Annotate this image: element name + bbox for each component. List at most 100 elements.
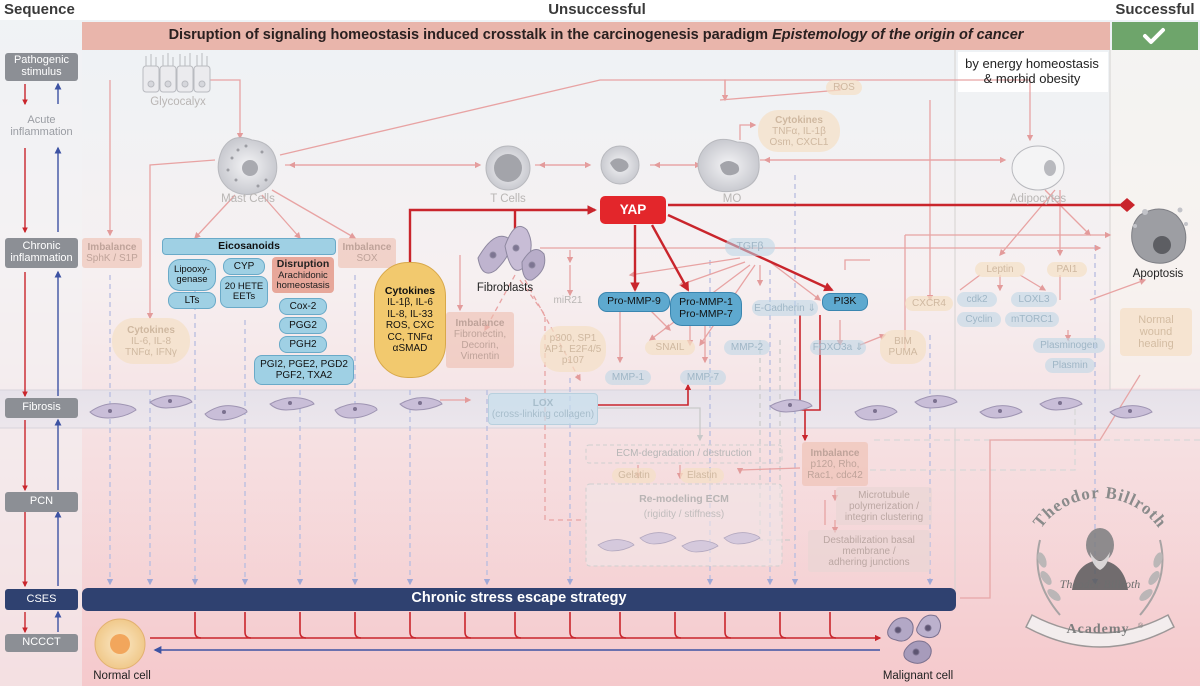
node-ros-label: ROS (833, 82, 855, 93)
stage-pathogenic-stimulus: Pathogenic stimulus (5, 53, 78, 81)
node-lipoxygenase-label: Lipooxy-genase (174, 263, 210, 285)
adipocyte-shape (1011, 145, 1065, 191)
node-tgfb-label: TGFβ (736, 240, 764, 253)
node-yap: YAP (600, 196, 666, 224)
node-cytokines-left: Cytokines IL-6, IL-8 TNFα, IFNγ (112, 318, 190, 364)
node-mmp2: MMP-2 (724, 340, 770, 355)
node-pro-mmp9: Pro-MMP-9 (598, 292, 670, 312)
node-normal-wound-3: healing (1138, 338, 1174, 351)
node-normal-wound-1: Normal (1138, 313, 1174, 326)
cses-bar-label: Chronic stress escape strategy (411, 590, 627, 606)
seal-registered-mark: ® (1138, 622, 1144, 630)
normal-cell-shape (94, 618, 146, 670)
stage-cses-label: CSES (26, 592, 57, 605)
node-normal-wound-2: wound (1139, 325, 1173, 338)
label-adipocytes: Adipocytes (1009, 193, 1067, 205)
stage-ncccct-label: NCCCT (22, 636, 61, 649)
stage-chronic-label: Chronic inflammation (10, 240, 73, 264)
node-mmp2-label: MMP-2 (730, 342, 764, 353)
node-leptin-label: Leptin (986, 264, 1014, 275)
node-imbalance-sphk-title: Imbalance (87, 242, 137, 253)
node-remodeling-sub: (rigidity / stiffness) (643, 509, 725, 520)
stage-acute-inflammation: Acute inflammation (10, 114, 73, 138)
header-sequence: Sequence (4, 1, 75, 18)
node-pai1: PAI1 (1047, 262, 1087, 277)
node-pai1-label: PAI1 (1056, 264, 1078, 275)
node-cytokines-center-5: αSMAD (392, 343, 428, 355)
node-imbalance-sox-title: Imbalance (342, 242, 392, 253)
node-plasmin: Plasmin (1045, 358, 1095, 373)
node-cytokines-center-2: IL-8, IL-33 (387, 308, 433, 320)
node-cytokines-center: Cytokines IL-1β, IL-6 IL-8, IL-33 ROS, C… (374, 262, 446, 378)
node-leptin: Leptin (975, 262, 1025, 277)
node-cytokines-center-3: ROS, CXC (385, 320, 435, 332)
node-destabilization: Destabilization basal membrane / adherin… (808, 530, 930, 572)
malignant-cell-shapes (887, 614, 942, 664)
node-hete-label: 20 HETE EETs (224, 280, 264, 302)
node-plasmin-label: Plasmin (1052, 360, 1088, 371)
node-pgh2: PGH2 (279, 336, 327, 353)
node-ecadherin-label: E-Cadherin ⇓ (754, 302, 816, 314)
stage-pathogenic-label: Pathogenic stimulus (13, 54, 70, 78)
label-mo: MO (722, 193, 742, 205)
node-hete: 20 HETE EETs (220, 276, 268, 308)
node-mmp1: MMP-1 (605, 370, 651, 385)
label-apoptosis: Apoptosis (1132, 268, 1184, 280)
stage-pcn-label: PCN (29, 495, 54, 508)
node-pro-mmp17-1: Pro-MMP-1 (679, 296, 733, 309)
node-lts: LTs (168, 292, 216, 309)
node-pro-mmp17: Pro-MMP-1 Pro-MMP-7 (670, 292, 742, 326)
node-pi3k-label: PI3K (833, 295, 857, 308)
node-gelatin-label: Gelatin (618, 470, 650, 481)
node-eicosanoids: Eicosanoids (162, 238, 336, 255)
node-cxcr4: CXCR4 (905, 296, 953, 311)
seal-top-text: Theodor Billroth (1029, 483, 1171, 532)
node-destab-2: membrane / (842, 545, 896, 557)
node-imbalance-sphk: Imbalance SphK / S1P (82, 238, 142, 268)
stage-fibrosis-label: Fibrosis (22, 401, 61, 414)
node-remodeling-title: Re-modeling ECM (639, 493, 729, 505)
node-imbalance-fib-1: Fibronectin, (453, 329, 507, 340)
stage-cses: CSES (5, 589, 78, 610)
node-cox2: Cox-2 (279, 298, 327, 315)
node-cyp: CYP (223, 258, 265, 275)
label-fibroblasts: Fibroblasts (476, 282, 534, 294)
node-cytokines-center-title: Cytokines (384, 285, 436, 298)
label-glycocalyx: Glycocalyx (150, 96, 206, 108)
node-pgg2-label: PGG2 (289, 320, 317, 331)
label-mast-cells: Mast Cells (221, 193, 275, 205)
node-imbalance-p120-2: Rac1, cdc42 (807, 469, 863, 481)
node-snail: SNAIL (645, 340, 695, 355)
banner-title: Disruption of signaling homeostasis indu… (169, 27, 1024, 43)
node-cytokines-center-4: CC, TNFα (387, 331, 433, 343)
node-plasminogen-label: Plasminogen (1040, 340, 1098, 351)
node-imbalance-fib-2: Decorin, (461, 340, 499, 351)
node-destab-1: Destabilization basal (823, 534, 915, 546)
node-elastin: Elastin (680, 468, 724, 483)
node-pro-mmp17-2: Pro-MMP-7 (679, 308, 733, 320)
node-lipoxygenase: Lipooxy-genase (168, 259, 216, 291)
node-normal-wound-healing: Normal wound healing (1120, 308, 1192, 356)
node-destab-3: adhering junctions (828, 556, 910, 568)
check-icon (1143, 28, 1165, 44)
node-cytokines-left-1: IL-6, IL-8 (130, 335, 172, 347)
node-cytokines-mo-title: Cytokines (775, 114, 823, 126)
node-elastin-label: Elastin (686, 470, 717, 481)
node-loxl3-label: LOXL3 (1018, 294, 1050, 305)
node-foxo3a: FOXO3a ⇓ (810, 340, 866, 355)
node-cytokines-left-2: TNFα, IFNγ (125, 346, 177, 358)
node-plasminogen: Plasminogen (1033, 338, 1105, 353)
header-unsuccessful: Unsuccessful (548, 1, 646, 18)
node-cox2-label: Cox-2 (289, 301, 317, 312)
node-tgfb: TGFβ (725, 238, 775, 256)
node-p300: p300, SP1 AP1, E2F4/5 p107 (540, 326, 606, 372)
macrophage-cell-shape (697, 138, 760, 193)
energy-note-line1: by energy homeostasis (965, 56, 1099, 71)
node-microtubule: Microtubule polymerization / integrin cl… (836, 487, 932, 525)
node-cyp-label: CYP (233, 261, 255, 272)
banner-title-italic: Epistemology of the origin of cancer (772, 27, 1024, 43)
node-cyclin-label: Cyclin (965, 314, 993, 325)
label-t-cells: T Cells (490, 193, 526, 205)
stage-pcn: PCN (5, 492, 78, 512)
